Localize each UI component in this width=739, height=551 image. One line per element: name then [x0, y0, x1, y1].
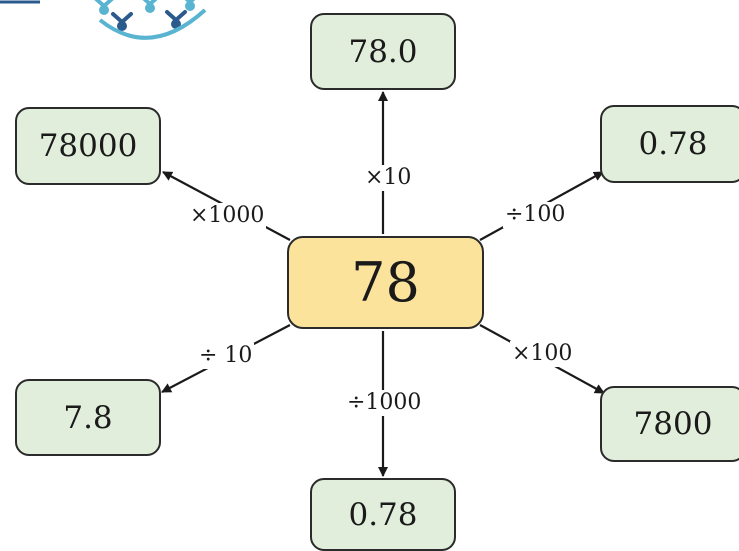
logo-ring-arc: [98, 8, 207, 40]
logo-person-head: [171, 19, 181, 29]
result-box-top: 78.0: [310, 13, 456, 90]
logo-person-head: [185, 1, 195, 11]
operation-label-bottom: ÷1000: [345, 390, 424, 416]
result-value-bottom: 0.78: [348, 496, 418, 533]
logo-person-arms: [142, 0, 158, 7]
logo-person-arms: [165, 10, 187, 23]
result-value-bottom-left: 7.8: [63, 399, 113, 436]
logo-person-arms: [111, 12, 133, 25]
operation-label-top-right: ÷100: [503, 202, 568, 228]
result-value-top-left: 78000: [38, 128, 138, 164]
operation-label-bottom-left: ÷ 10: [197, 343, 255, 369]
center-number-box: 78: [287, 236, 484, 329]
result-box-bottom: 0.78: [310, 478, 456, 551]
operation-label-top-left: ×1000: [188, 203, 267, 229]
logo-person-head: [99, 5, 109, 15]
logo-person-head: [145, 3, 155, 13]
logo-person-head: [117, 21, 127, 31]
result-value-top: 78.0: [348, 33, 418, 70]
logo-person-arms: [94, 0, 114, 9]
center-number: 78: [351, 251, 420, 314]
result-box-bottom-right: 7800: [600, 386, 739, 462]
operation-label-top: ×10: [363, 165, 414, 191]
result-value-bottom-right: 7800: [633, 406, 713, 442]
result-box-bottom-left: 7.8: [15, 379, 161, 456]
people-circle-logo-icon: [0, 0, 207, 40]
result-value-top-right: 0.78: [638, 126, 708, 162]
operation-label-bottom-right: ×100: [510, 341, 575, 367]
result-box-top-right: 0.78: [600, 105, 739, 183]
logo-person-arms: [184, 0, 196, 5]
result-box-top-left: 78000: [15, 107, 161, 185]
